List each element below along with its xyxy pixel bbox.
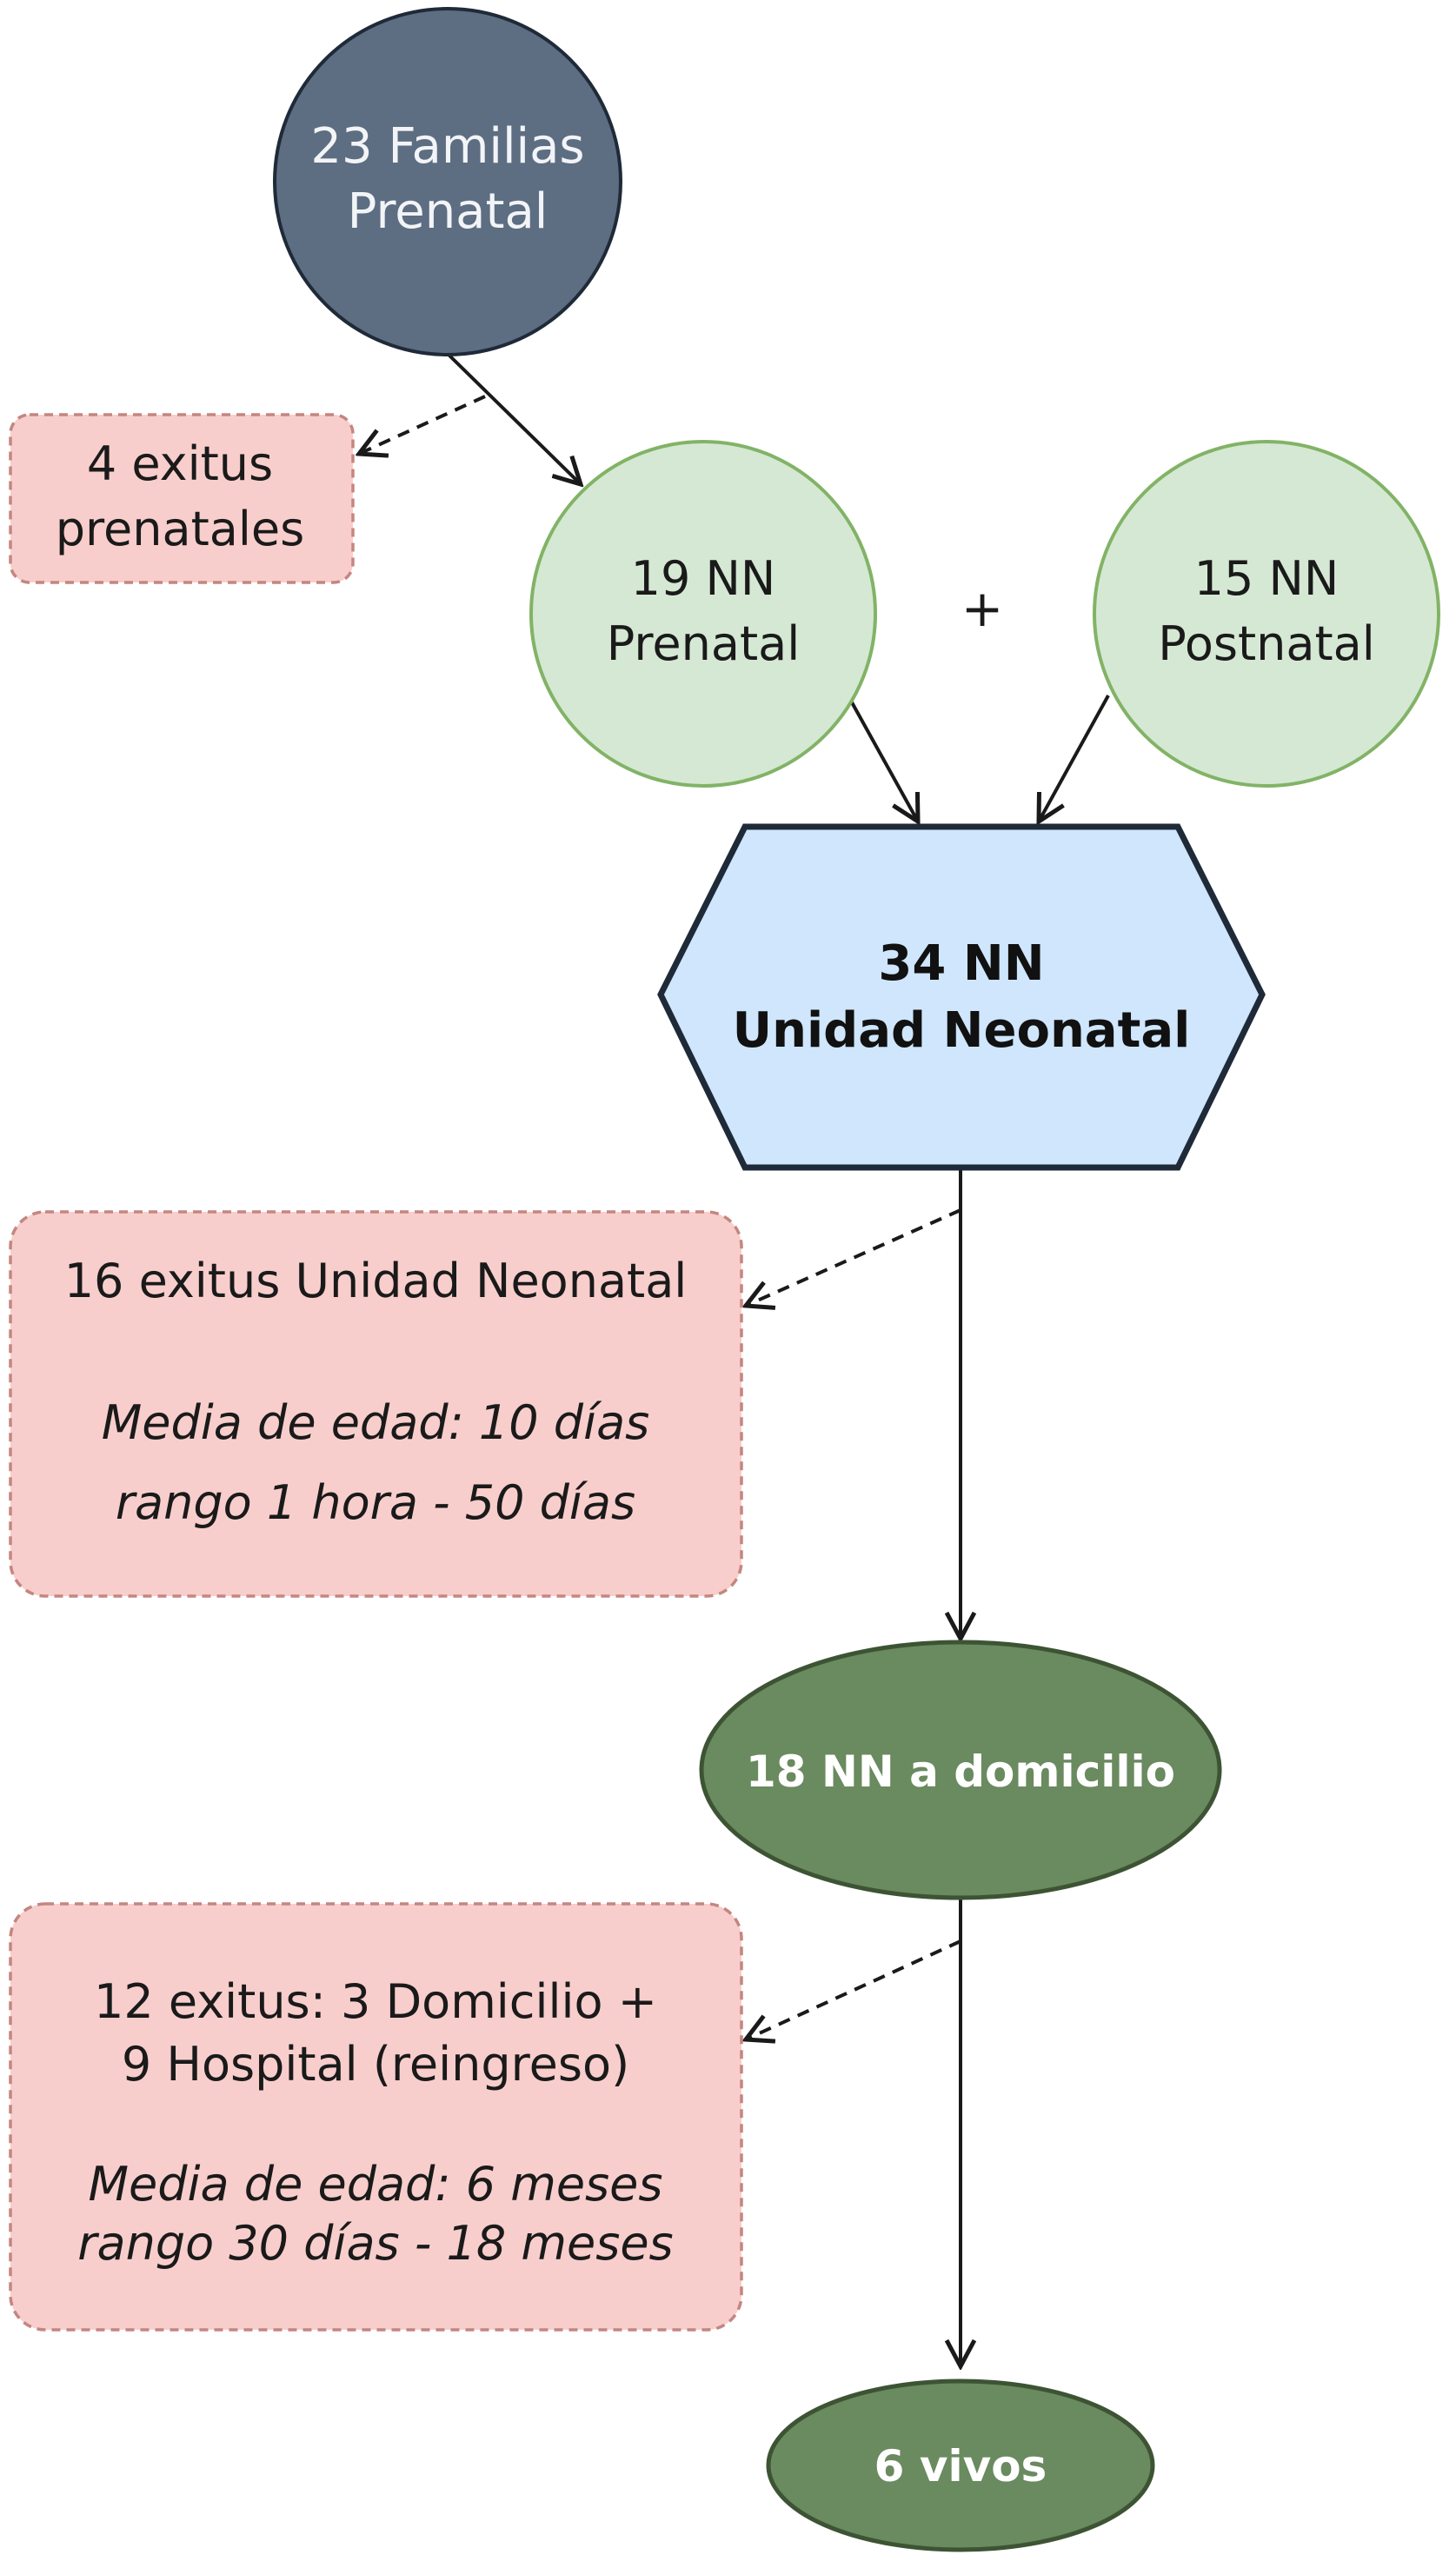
exitus-domicilio-line3: Media de edad: 6 meses xyxy=(88,2157,662,2212)
nn-prenatal-line1: 19 NN xyxy=(631,551,776,606)
edges xyxy=(359,352,1110,2366)
dashed-arrow-to-exitus-unidad xyxy=(746,1208,961,1306)
exitus-prenatales-line2: prenatales xyxy=(56,502,304,556)
arrow-nn-postnatal-to-unidad xyxy=(1039,695,1110,822)
arrow-familias-to-nn-prenatal xyxy=(446,352,581,484)
node-nn-postnatal: 15 NN Postnatal xyxy=(1093,440,1440,788)
exitus-domicilio-line4: rango 30 días - 18 meses xyxy=(77,2216,673,2271)
familias-line2: Prenatal xyxy=(348,183,548,240)
node-nn-prenatal: 19 NN Prenatal xyxy=(529,440,877,788)
node-exitus-unidad: 16 exitus Unidad Neonatal Media de edad:… xyxy=(9,1210,743,1598)
domicilio-label: 18 NN a domicilio xyxy=(746,1746,1175,1797)
node-vivos: 6 vivos xyxy=(766,2378,1155,2552)
exitus-domicilio-line2: 9 Hospital (reingreso) xyxy=(122,2037,629,2092)
node-domicilio: 18 NN a domicilio xyxy=(699,1640,1222,1900)
node-unidad-neonatal: 34 NN Unidad Neonatal xyxy=(657,823,1266,1171)
vivos-label: 6 vivos xyxy=(874,2441,1047,2491)
node-exitus-prenatales: 4 exitus prenatales xyxy=(9,413,355,584)
exitus-domicilio-line1: 12 exitus: 3 Domicilio + xyxy=(94,1974,657,2029)
plus-sign: + xyxy=(961,579,1004,638)
node-exitus-domicilio: 12 exitus: 3 Domicilio + 9 Hospital (rei… xyxy=(9,1902,743,2332)
exitus-unidad-line3: rango 1 hora - 50 días xyxy=(116,1475,635,1530)
arrow-nn-prenatal-to-unidad xyxy=(850,702,918,822)
unidad-neonatal-line1: 34 NN xyxy=(878,935,1044,992)
node-familias-prenatal: 23 Familias Prenatal xyxy=(273,7,622,356)
familias-line1: 23 Familias xyxy=(310,118,584,175)
exitus-unidad-line1: 16 exitus Unidad Neonatal xyxy=(64,1254,688,1308)
exitus-unidad-line2: Media de edad: 10 días xyxy=(102,1395,650,1450)
dashed-arrow-to-exitus-domicilio xyxy=(746,1939,961,2039)
dashed-arrow-to-exitus-prenatales xyxy=(359,395,486,454)
exitus-prenatales-line1: 4 exitus xyxy=(87,436,273,491)
nn-postnatal-line2: Postnatal xyxy=(1158,616,1375,671)
unidad-neonatal-line2: Unidad Neonatal xyxy=(733,1002,1191,1059)
nn-postnatal-line1: 15 NN xyxy=(1194,551,1340,606)
nn-prenatal-line2: Prenatal xyxy=(607,616,800,671)
